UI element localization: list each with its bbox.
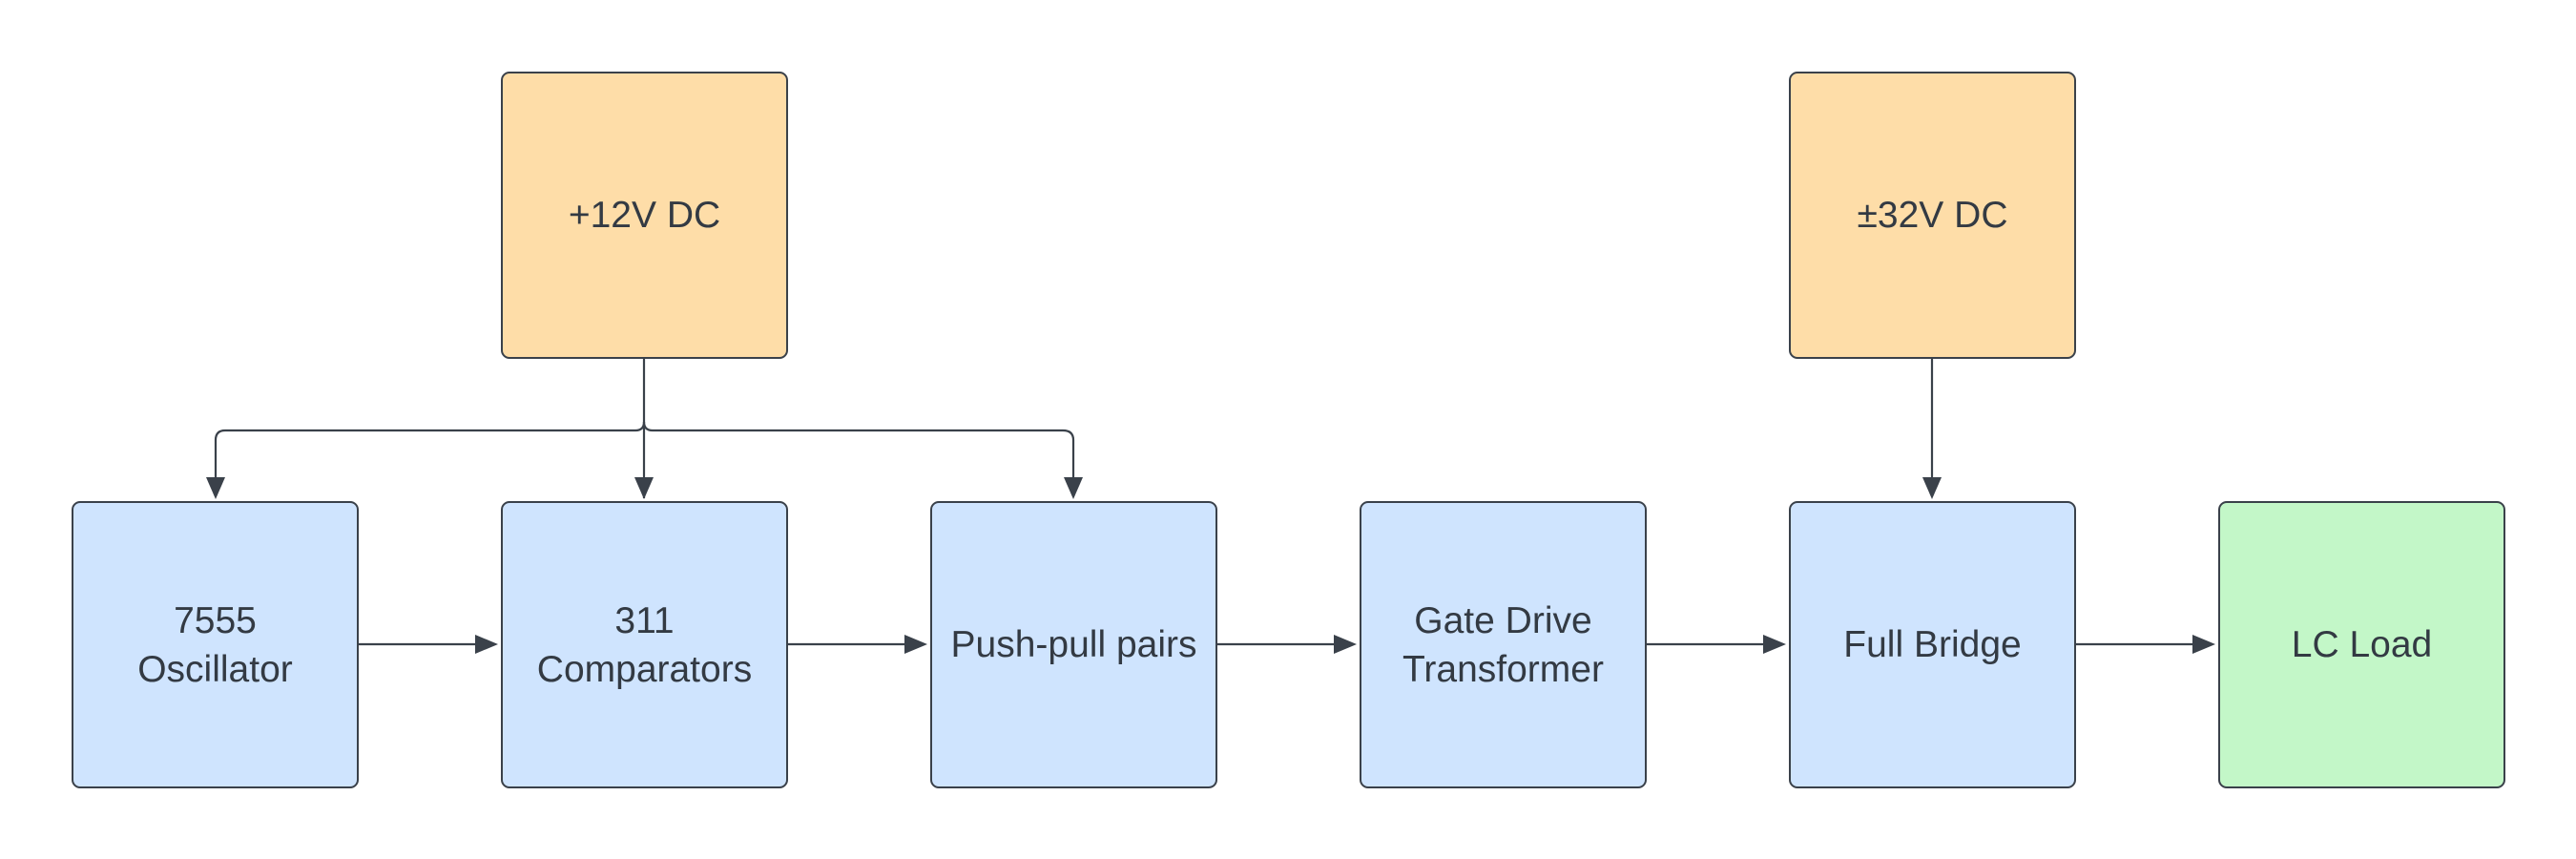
- block-32v-dc-supply: ±32V DC: [1789, 72, 2076, 359]
- arrowhead-into-gate-drive: [1334, 635, 1357, 654]
- arrowhead-into-pushpull: [1064, 477, 1083, 499]
- connector-12v-to-oscillator: [214, 421, 646, 477]
- arrowhead-into-pushpull-side: [904, 635, 927, 654]
- arrowhead-into-lc-load: [2192, 635, 2215, 654]
- arrowhead-into-comparators: [634, 477, 654, 499]
- arrowhead-into-full-bridge-top: [1922, 477, 1942, 499]
- block-7555-oscillator: 7555 Oscillator: [72, 501, 359, 788]
- block-311-comparators: 311 Comparators: [501, 501, 788, 788]
- block-gate-drive-transformer: Gate Drive Transformer: [1360, 501, 1647, 788]
- connector-12v-to-pushpull: [642, 421, 1075, 477]
- block-push-pull-pairs: Push-pull pairs: [930, 501, 1217, 788]
- block-full-bridge: Full Bridge: [1789, 501, 2076, 788]
- arrowhead-into-full-bridge-side: [1763, 635, 1786, 654]
- block-lc-load: LC Load: [2218, 501, 2505, 788]
- arrowhead-into-oscillator: [206, 477, 225, 499]
- arrowhead-into-comparators-side: [475, 635, 498, 654]
- block-12v-dc-supply: +12V DC: [501, 72, 788, 359]
